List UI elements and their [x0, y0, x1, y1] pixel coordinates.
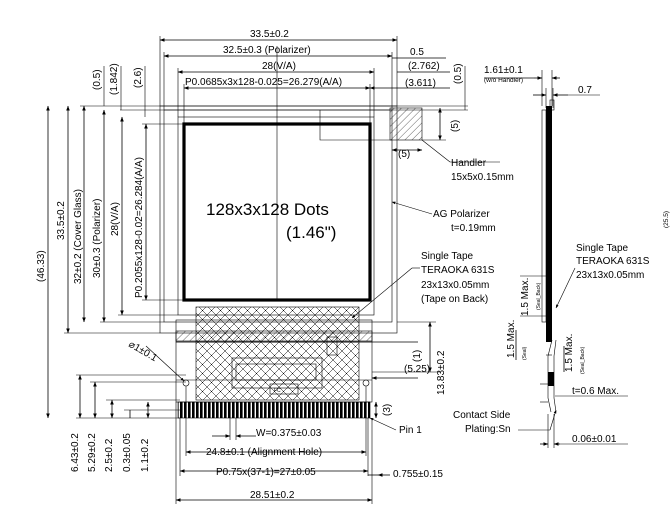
dim-height-polarizer: 30±0.3 (Polarizer) [92, 199, 103, 278]
side-seal-back-a: (Seal_Back) [536, 282, 542, 310]
glass-step-band [175, 330, 373, 342]
contact-label-1: Contact Side [453, 410, 511, 421]
dim-11: 1.1±0.2 [140, 438, 151, 472]
front-view: FC [159, 46, 423, 419]
dim-left-05: (0.5) [92, 69, 103, 90]
dim-height-cover-glass: 32±0.2 (Cover Glass) [73, 189, 84, 284]
dim-529: 5.29±0.2 [87, 433, 98, 472]
side-07: 0.7 [578, 85, 592, 96]
dim-1383: 13.83±0.2 [436, 350, 447, 395]
dim-handler-5-horiz: (5) [398, 149, 410, 160]
side-006: 0.06±0.01 [572, 434, 617, 445]
dim-left-1842: (1.842) [109, 63, 120, 95]
dim-525: (5.25) [404, 364, 430, 375]
tape-label-2: TERAOKA 631S [421, 265, 495, 276]
top-dimensions: 33.5±0.2 32.5±0.3 (Polarizer) 28(V/A) P0… [80, 29, 468, 124]
dim-2762: (2.762) [408, 61, 440, 72]
side-polarizer [541, 109, 547, 323]
dim-fpc-width: 28.51±0.2 [250, 490, 295, 501]
fpc-micro-rect [269, 383, 299, 395]
dim-pitch: P0.75x(37-1)=27±0.05 [216, 467, 316, 478]
resolution-line1: 128x3x128 Dots [206, 200, 329, 219]
dim-25: 2.5±0.2 [104, 438, 115, 472]
dim-3: (3) [382, 404, 393, 416]
dim-right-05: (0.5) [453, 63, 464, 84]
side-glass [546, 106, 552, 342]
dim-aa-width: P0.0685x3x128-0.025=26.279(A/A) [185, 77, 342, 88]
side-handler [549, 99, 555, 111]
pin1-label: Pin 1 [399, 425, 422, 436]
left-vertical-dims: (46.33) 33.5±0.2 32±0.2 (Cover Glass) 30… [36, 105, 184, 419]
dim-hole-diameter: ⌀1±0.1 [127, 339, 160, 364]
tape-callout: Single Tape TERAOKA 631S 23x13x0.05mm (T… [351, 251, 495, 319]
tape-label-4: (Tape on Back) [421, 294, 488, 305]
side-t06: t=0.6 Max. [572, 386, 619, 397]
right-lower-dims: 13.83±0.2 (1) (5.25) (3) [371, 321, 447, 419]
dim-height-aa: P0.2055x128-0.02=26.284(A/A) [134, 157, 145, 298]
side-thickness: 1.61±0.1 [484, 65, 523, 76]
dim-pin-width: W=0.375±0.03 [256, 428, 322, 439]
polarizer-callout: AG Polarizer t=0.19mm [391, 201, 496, 234]
dim-height-338: 33.5±0.2 [56, 201, 67, 240]
handler-tab [389, 107, 423, 141]
contact-pins [177, 401, 371, 419]
tape-label-1: Single Tape [421, 251, 474, 262]
dim-643: 6.43±0.2 [70, 433, 81, 472]
dim-polarizer-width: 32.5±0.3 (Polarizer) [223, 45, 311, 56]
handler-dims: (5) (5) [391, 107, 461, 160]
dim-03: 0.3±0.05 [122, 433, 133, 472]
side-stiffener [548, 372, 554, 386]
side-15-max-b: 1.5 Max. [506, 320, 517, 358]
side-seal-small: (Seal) [522, 346, 528, 360]
dim-handler-5-vert: (5) [450, 120, 461, 132]
resolution-line2: (1.46") [286, 223, 336, 242]
contact-label-2: Plating:Sn [465, 424, 511, 435]
left-small-dims: (0.5) (1.842) (2.6) (0.5) [92, 63, 466, 117]
dim-1: (1) [412, 350, 423, 362]
side-255: (25.5) [663, 211, 670, 228]
side-view: 1.61±0.1 (w/o Handler) 0.7 (25.5) Single… [484, 65, 670, 448]
tape-side-3: 23x13x0.05mm [576, 270, 644, 281]
handler-callout: Handler 15x5x0.15mm [421, 139, 514, 183]
handler-label-2: 15x5x0.15mm [451, 172, 514, 183]
dim-height-va: 28(V/A) [110, 202, 121, 236]
dim-3611: (3.611) [405, 78, 436, 89]
tape-label-3: 23x13x0.05mm [421, 280, 489, 291]
ic-inner [235, 363, 317, 381]
fpc-micro-label: FC [274, 388, 281, 394]
dim-overall-width: 33.5±0.2 [250, 29, 289, 40]
side-wo-handler: (w/o Handler) [484, 77, 523, 84]
side-fpc-outer [553, 339, 557, 413]
dim-left-26: (2.6) [133, 67, 144, 88]
polarizer-label-2: t=0.19mm [451, 223, 496, 234]
side-15-max-a: 1.5 Max. [520, 278, 531, 316]
tape-side-2: TERAOKA 631S [576, 256, 650, 267]
dim-va-width: 28(V/A) [262, 61, 296, 72]
dim-05-right: 0.5 [410, 47, 424, 58]
side-15-max-c: 1.5 Max. [564, 334, 575, 372]
bottom-left-dims: 6.43±0.2 5.29±0.2 2.5±0.2 0.3±0.05 1.1±0… [70, 374, 186, 472]
side-seal-back-b: (Seal_Back) [580, 346, 586, 374]
handler-label-1: Handler [451, 158, 487, 169]
tape-side-1: Single Tape [576, 243, 629, 254]
alignment-hole-right [362, 379, 370, 387]
dim-total-height: (46.33) [36, 250, 47, 282]
ic-outline [231, 357, 323, 389]
bottom-dims: W=0.375±0.03 24.8±0.1 (Alignment Hole) P… [175, 386, 443, 504]
handler-notch [319, 110, 392, 141]
polarizer-label-1: AG Polarizer [433, 209, 490, 220]
fpc-small-rect [326, 336, 338, 356]
dim-0755: 0.755±0.15 [393, 469, 443, 480]
dim-alignment-hole: 24.8±0.1 (Alignment Hole) [206, 447, 322, 458]
